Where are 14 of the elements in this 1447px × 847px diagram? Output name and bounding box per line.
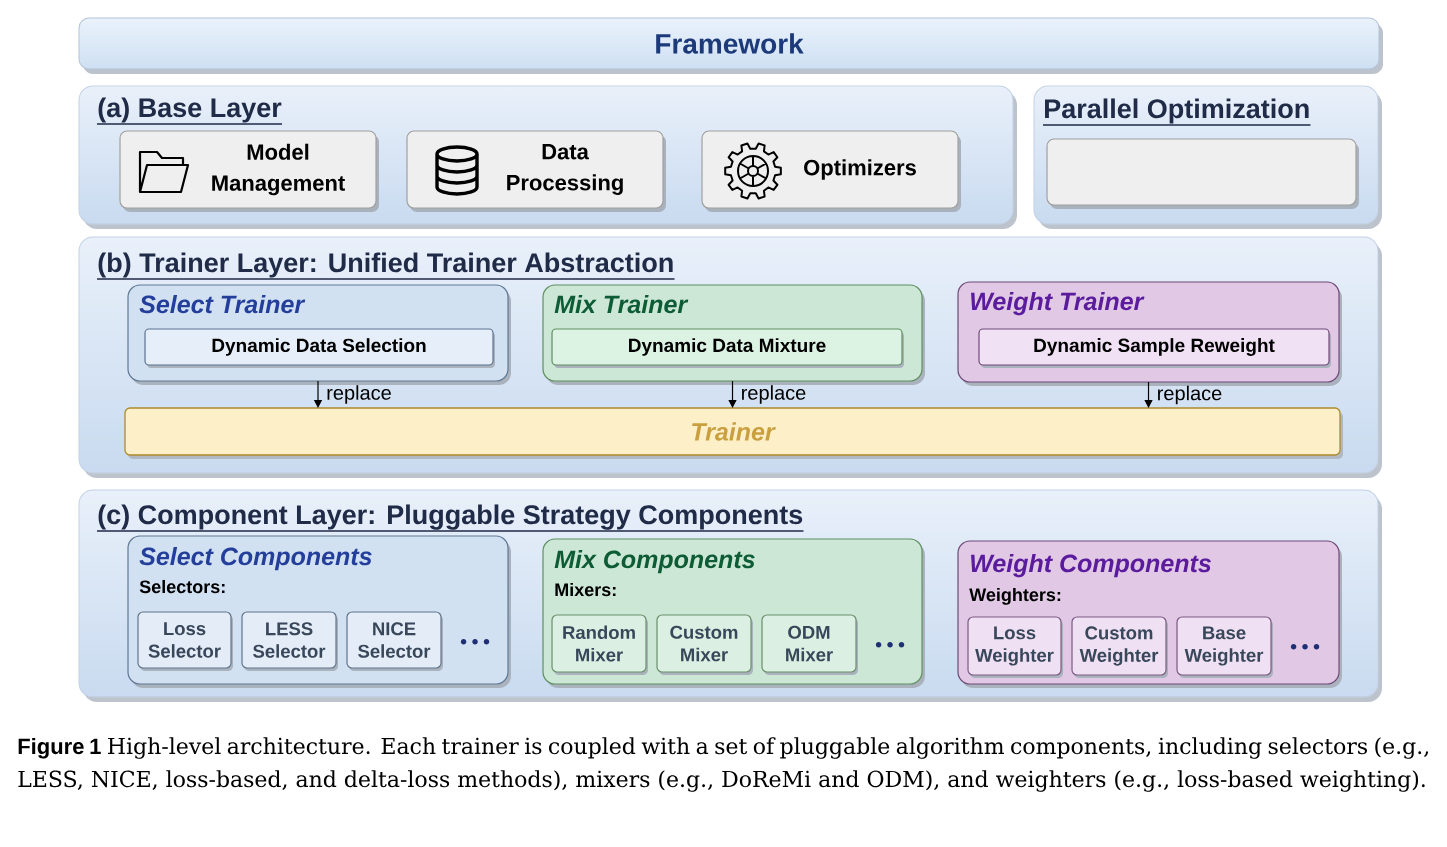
edge-label: replace bbox=[742, 385, 806, 404]
edge-label: replace bbox=[1158, 385, 1222, 405]
feature-box: Dynamic Data Selection bbox=[144, 328, 495, 368]
caption: Figure 1 High-level architecture. Each trainer is coupled with a set of pluggable algorithm components, including selectors (e.g., LESS, NICE, loss-based, and delta-loss methods), mixers (e.g., DoReMi and ODM), and weighters (e.g., loss-based weighting). bbox=[18, 737, 1429, 792]
arrow bbox=[728, 380, 737, 408]
box-heading: Select Trainer bbox=[139, 294, 306, 314]
title-banner: Framework bbox=[78, 17, 1383, 74]
box-heading: Mix Trainer bbox=[554, 294, 689, 314]
arrow bbox=[1144, 381, 1153, 408]
edge-label: replace bbox=[327, 385, 391, 404]
panel-heading: (b) Trainer Layer: Unified Trainer Abstraction bbox=[96, 252, 676, 280]
feature-box: Dynamic Data Mixture bbox=[551, 328, 904, 368]
trainer-bar: Trainer bbox=[124, 407, 1343, 459]
panel-heading: (c) Component Layer: Pluggable Strategy Components bbox=[96, 504, 805, 532]
